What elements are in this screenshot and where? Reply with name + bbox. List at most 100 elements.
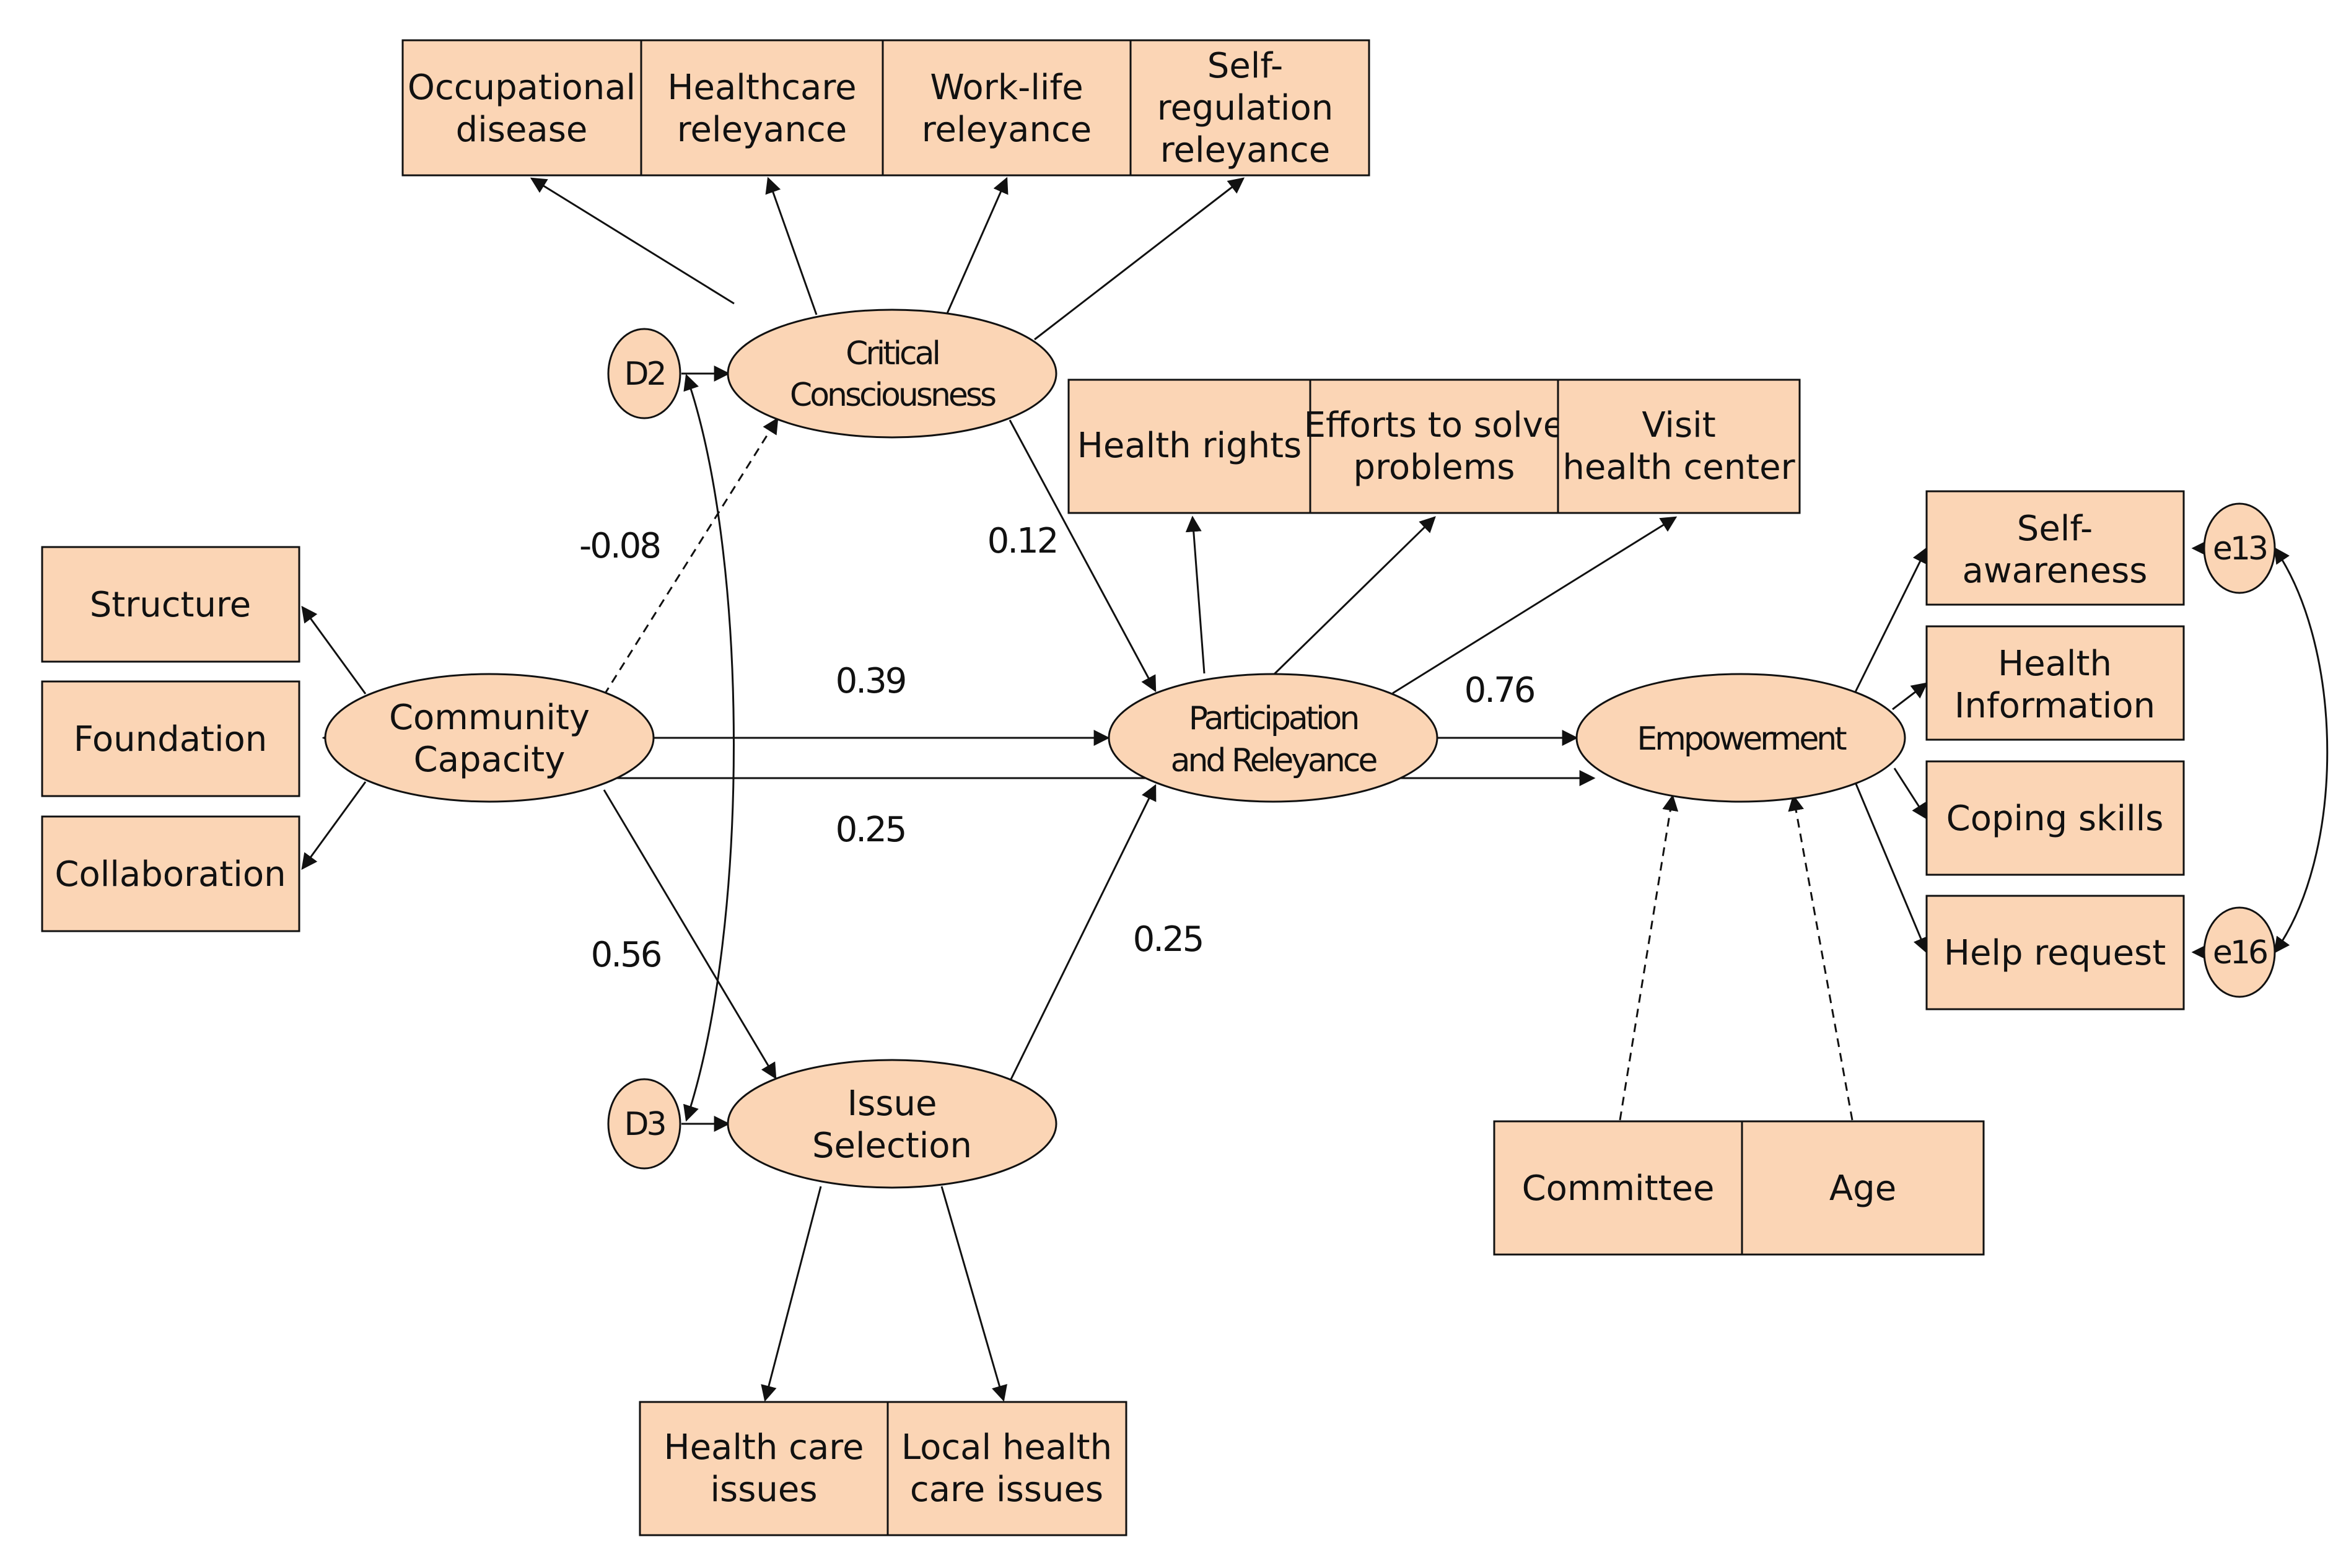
box-worklife-releyance-line2: releyance [922, 110, 1092, 150]
edge-committee-empowerment [1619, 794, 1679, 1121]
box-structure-text: Structure [90, 585, 252, 625]
node-issue-selection: Issue Selection [727, 1059, 1057, 1189]
box-efforts-to-solve: Efforts to solve problems [1304, 379, 1565, 514]
box-health-information-line2: Information [1954, 686, 2155, 726]
node-empowerment: Empowerment [1575, 673, 1906, 803]
box-efforts-to-solve-line1: Efforts to solve [1304, 405, 1565, 445]
node-community-capacity-line2: Capacity [414, 740, 566, 780]
coef-issue-participation: 0.25 [1133, 919, 1203, 960]
node-community-capacity-line1: Community [389, 698, 590, 738]
latent-nodes: Critical Consciousness Community Capacit… [324, 309, 2276, 1189]
node-d2-text: D2 [624, 356, 664, 393]
node-issue-selection-line2: Selection [812, 1126, 972, 1166]
box-selfregulation-releyance-line3: releyance [1160, 130, 1330, 170]
edge-emp-help [1854, 782, 1928, 954]
edges [301, 177, 2329, 1402]
box-health-care-issues-line1: Health care [663, 1427, 864, 1468]
box-health-care-issues: Health care issues [639, 1401, 889, 1536]
box-local-health-care-issues-line1: Local health [901, 1427, 1112, 1468]
node-community-capacity: Community Capacity [324, 673, 655, 803]
box-collaboration: Collaboration [41, 815, 300, 932]
box-foundation-text: Foundation [74, 719, 268, 760]
box-local-health-care-issues: Local health care issues [886, 1401, 1127, 1536]
box-coping-skills: Coping skills [1925, 760, 2185, 876]
box-occupational-disease-line1: Occupational [408, 68, 636, 108]
box-health-information: Health Information [1925, 625, 2185, 741]
covariance-d2-d3 [683, 374, 735, 1122]
node-d3: D3 [607, 1078, 681, 1170]
node-participation: Participation and Releyance [1108, 673, 1438, 803]
box-occupational-disease-line2: disease [456, 110, 588, 150]
box-healthcare-releyance-line1: Healthcare [667, 68, 856, 108]
coef-cc-critical: -0.08 [579, 526, 660, 566]
edge-cc-collaboration [301, 781, 367, 870]
covariance-e13-e16 [2274, 546, 2329, 954]
box-self-awareness-line1: Self- [2017, 509, 2093, 549]
edge-critical-healthcare [765, 177, 818, 315]
box-health-rights-text: Health rights [1077, 426, 1302, 466]
edge-critical-worklife [945, 177, 1009, 315]
box-efforts-to-solve-line2: problems [1354, 447, 1515, 488]
box-age: Age [1741, 1120, 1985, 1256]
box-self-awareness: Self- awareness [1925, 490, 2185, 606]
edge-issue-local [940, 1186, 1007, 1402]
edge-participation-efforts [1272, 516, 1436, 677]
edge-participation-healthrights [1185, 515, 1206, 674]
node-e16: e16 [2203, 906, 2276, 998]
edge-emp-selfawareness [1854, 546, 1928, 693]
box-healthcare-releyance-line2: releyance [677, 110, 847, 150]
node-empowerment-text: Empowerment [1637, 720, 1847, 758]
box-worklife-releyance-line1: Work-life [930, 68, 1083, 108]
box-occupational-disease: Occupational disease [401, 39, 642, 177]
edge-emp-healthinfo [1892, 682, 1928, 711]
node-e13-text: e13 [2213, 530, 2266, 567]
edge-issue-participation [1010, 784, 1157, 1080]
box-health-rights: Health rights [1067, 379, 1311, 514]
node-critical-consciousness-line1: Critical [846, 335, 939, 372]
node-e16-text: e16 [2213, 934, 2267, 971]
box-structure: Structure [41, 546, 300, 663]
box-help-request-text: Help request [1944, 933, 2166, 973]
box-selfregulation-releyance-line2: regulation [1157, 88, 1333, 128]
node-e13: e13 [2203, 502, 2276, 594]
box-visit-health-center-line2: health center [1562, 447, 1795, 488]
edge-cc-structure [301, 605, 367, 694]
coef-cc-issue: 0.56 [591, 935, 661, 975]
box-health-information-line1: Health [1998, 644, 2112, 684]
node-critical-consciousness: Critical Consciousness [727, 309, 1057, 439]
node-critical-consciousness-line2: Consciousness [790, 377, 996, 414]
edge-cc-issue [603, 789, 777, 1080]
edge-critical-selfregulation [1034, 177, 1245, 341]
path-coefficients: -0.08 0.12 0.39 0.25 0.56 0.25 0.76 [579, 521, 1536, 975]
box-visit-health-center: Visit health center [1557, 379, 1801, 514]
box-age-text: Age [1829, 1168, 1896, 1209]
indicator-boxes: Occupational disease Healthcare releyanc… [41, 39, 2185, 1536]
edge-critical-occupational [530, 177, 735, 305]
coef-critical-participation: 0.12 [987, 521, 1057, 561]
box-worklife-releyance: Work-life releyance [882, 39, 1132, 177]
box-visit-health-center-line1: Visit [1642, 405, 1715, 445]
node-participation-line1: Participation [1189, 700, 1358, 737]
edge-cc-critical [603, 417, 779, 696]
edge-participation-visit [1392, 516, 1678, 694]
node-participation-line2: and Releyance [1171, 742, 1377, 779]
box-health-care-issues-line2: issues [710, 1469, 817, 1510]
node-d3-text: D3 [624, 1106, 664, 1143]
edge-critical-participation [1009, 419, 1157, 693]
box-local-health-care-issues-line2: care issues [910, 1469, 1103, 1510]
box-help-request: Help request [1925, 895, 2185, 1010]
coef-participation-empowerment: 0.76 [1464, 670, 1534, 711]
coef-cc-participation: 0.39 [836, 661, 906, 701]
box-coping-skills-text: Coping skills [1946, 799, 2164, 839]
box-committee-text: Committee [1522, 1168, 1715, 1209]
edge-emp-coping [1893, 768, 1928, 820]
coef-cc-empowerment: 0.25 [836, 810, 906, 850]
edge-issue-healthcare [761, 1186, 822, 1402]
node-issue-selection-line1: Issue [847, 1084, 937, 1124]
box-committee: Committee [1493, 1120, 1743, 1256]
box-selfregulation-releyance: Self- regulation releyance [1129, 39, 1370, 177]
box-healthcare-releyance: Healthcare releyance [640, 39, 884, 177]
box-selfregulation-releyance-line1: Self- [1207, 46, 1283, 86]
node-d2: D2 [607, 328, 681, 419]
